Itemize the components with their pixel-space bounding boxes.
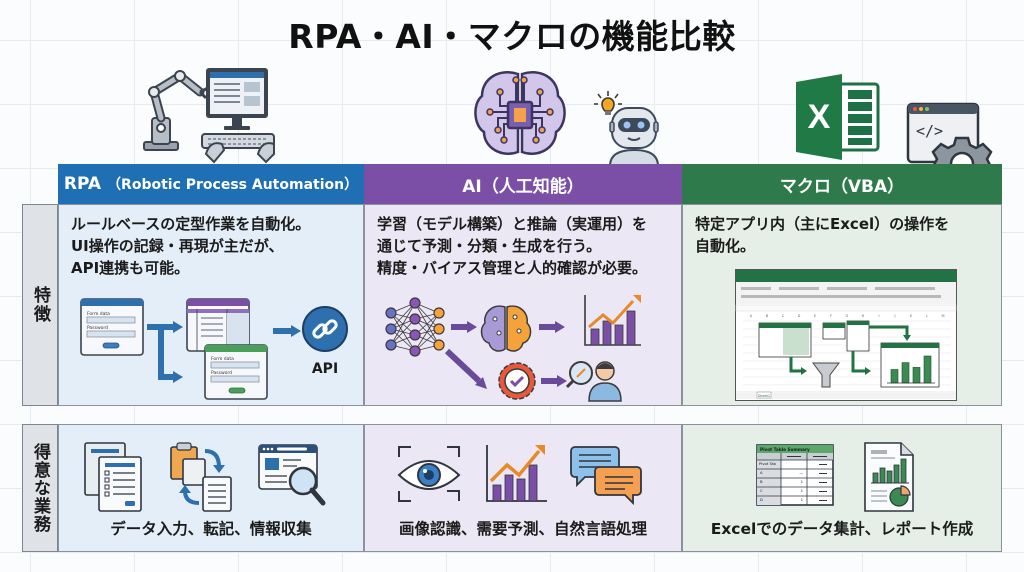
sheet-column-letter: D [798,314,801,318]
row-label-tasks: 得意な業務 [22,424,58,552]
pivot-row-label: C [760,488,763,493]
excel-spreadsheet-illustration: A B C D E F G H I J K L M Sheet1 [735,269,957,401]
sheet-column-letter: H [862,314,865,318]
features-line: API連携も可能。 [71,259,190,277]
features-text-macro: 特定アプリ内（主にExcel）の操作を 自動化。 [695,213,949,257]
page-title: RPA・AI・マクロの機能比較 [288,17,736,56]
quality-badge-icon [498,362,536,400]
brain-icon [480,305,532,352]
sheet-chart-bar [923,355,932,384]
sheet-column-letter: L [926,314,928,318]
form-window-icon: Form data Password [204,344,268,400]
sheet-column-letter: E [814,314,816,318]
demand-forecast-chart-icon [486,445,547,502]
features-line: 学習（モデル構築）と推論（実運用）を [377,215,648,233]
sheet-column-letter: C [782,314,785,318]
features-cell-ai: 学習（モデル構築）と推論（実運用）を 通じて予測・分類・生成を行う。 精度・バイ… [364,204,682,406]
column-header-rpa: RPA （Robotic Process Automation） [58,164,364,204]
pivot-title: Pivot Table Summary [760,447,810,452]
robot-arm-computer-icon [143,68,275,164]
features-line: 自動化。 [695,237,756,255]
api-link-icon [302,306,348,352]
sheet-chart-bar [912,367,921,384]
features-line: ルールベースの定型作業を自動化。 [71,215,311,233]
row-label-features: 特徴 [22,204,58,406]
form-field-label: Form data [87,311,110,317]
pivot-row-label: A [760,470,763,475]
sheet-column-letter: F [830,314,832,318]
features-line: 精度・バイアス管理と人的確認が必要。 [377,259,648,277]
rpa-flow-diagram: Form data Password Form data Passwor [80,298,348,400]
excel-logo-icon: X [796,74,880,160]
rpa-task-icons [84,442,326,512]
pivot-row-label: B [760,479,763,484]
row-label-tasks-text: 得意な業務 [30,443,50,533]
column-header-macro: マクロ（VBA） [682,164,1002,204]
transfer-copy-icon [170,442,232,512]
pivot-row-value: — [799,470,803,475]
ai-task-icons [397,445,642,506]
pivot-row-value: 1 [801,488,804,493]
sheet-column-letter: J [893,314,895,318]
tasks-cell-rpa: データ入力、転記、情報収集 [58,424,364,552]
form-field-label: Form data [211,356,234,362]
features-line: UI操作の記録・再現が主だが、 [71,237,284,255]
brain-chip-icon [474,71,566,155]
tasks-text-rpa: データ入力、転記、情報収集 [110,520,312,538]
sheet-column-letter: K [910,314,913,318]
tasks-cell-ai: 画像認識、需要予測、自然言語処理 [364,424,682,552]
svg-text:</>: </> [916,122,943,140]
column-header-macro-label: マクロ（VBA） [779,176,905,197]
ai-flow-diagram [385,295,641,402]
form-documents-icon [84,442,142,512]
sheet-column-letter: A [750,314,753,318]
form-field-label: Password [87,325,108,331]
api-label: API [312,361,338,377]
features-text-ai: 学習（モデル構築）と推論（実運用）を 通じて予測・分類・生成を行う。 精度・バイ… [377,213,647,279]
pivot-row-header: Pivot Tab [759,461,777,466]
tasks-text-macro: Excelでのデータ集計、レポート作成 [710,520,974,538]
form-window-icon: Form data Password [80,298,144,356]
column-header-ai-label: AI（人工知能） [462,176,584,197]
sheet-chart-bar [890,369,899,384]
neural-network-icon [385,297,445,357]
sheet-column-letter: B [766,314,769,318]
sheet-chart-bar [901,362,910,384]
web-search-icon [258,444,326,506]
features-line: 通じて予測・分類・生成を行う。 [377,237,602,255]
image-recognition-eye-icon [397,446,461,502]
report-document-icon [864,442,914,512]
sheet-column-letter: I [878,314,879,318]
natural-language-chat-icon [570,446,642,506]
features-text-rpa: ルールベースの定型作業を自動化。 UI操作の記録・再現が主だが、 API連携も可… [71,213,310,279]
column-header-rpa-label: RPA [63,174,102,194]
robot-head-icon [594,91,660,166]
pivot-row-value: 1 [801,497,804,502]
sheet-column-headers: A B C D E F G H I J K L M [750,314,945,318]
pivot-row-label: D [760,497,763,502]
features-line: 特定アプリ内（主にExcel）の操作を [695,215,950,233]
row-label-features-text: 特徴 [30,286,50,324]
sheet-tab-label[interactable]: Sheet1 [758,394,770,398]
excel-x-glyph: X [808,98,831,136]
sheet-column-letter: M [941,314,944,318]
column-header-rpa-sublabel: （Robotic Process Automation） [107,177,359,193]
pivot-row-value: 1 [801,479,804,484]
table-window-icon [186,298,250,352]
sheet-column-letter: G [846,314,849,318]
column-header-ai: AI（人工知能） [364,164,682,204]
tasks-text-ai: 画像認識、需要予測、自然言語処理 [398,520,647,538]
form-field-label: Password [211,370,232,376]
growth-chart-icon [584,295,641,346]
features-cell-rpa: ルールベースの定型作業を自動化。 UI操作の記録・再現が主だが、 API連携も可… [58,204,364,406]
human-review-icon [565,361,622,402]
features-cell-macro: 特定アプリ内（主にExcel）の操作を 自動化。 A B C D E F G H I J K L M [682,204,1002,406]
